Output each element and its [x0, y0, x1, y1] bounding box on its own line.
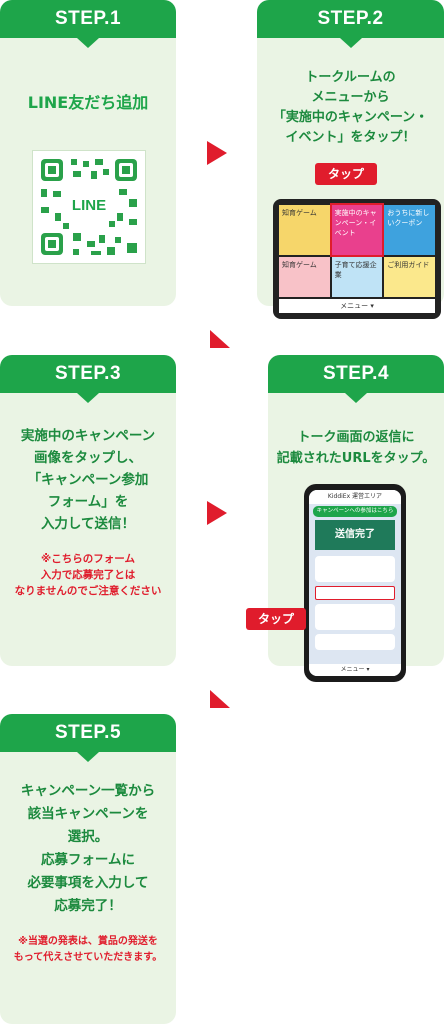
- phone-messages: [315, 556, 395, 656]
- menu-tile-campaign[interactable]: 実施中のキャンペーン・イベント: [329, 203, 385, 257]
- phone-bottom-bar[interactable]: メニュー ▾: [309, 664, 401, 676]
- step2-line: トークルームの: [305, 70, 396, 85]
- phone-banner[interactable]: キャンペーンへの参加はこちら: [313, 506, 397, 517]
- step5-line: 該当キャンペーンを: [27, 806, 149, 822]
- step3-instructions: 実施中のキャンペーン 画像をタップし、 「キャンペーン参加 フォーム」を 入力し…: [6, 425, 170, 535]
- step2-line: イベント」をタップ！: [285, 130, 416, 145]
- step2-card: STEP.2 トークルームの メニューから 「実施中のキャンペーン・ イベント」…: [257, 0, 444, 319]
- rich-menu-mockup: 知育ゲーム 実施中のキャンペーン・イベント おうちに新しいクーポン 知育ゲーム …: [273, 199, 441, 319]
- step4-line: トーク画面の返信に: [297, 430, 415, 445]
- menu-tile[interactable]: 知育ゲーム: [279, 205, 330, 255]
- arrow-right-2: [207, 501, 227, 525]
- step5-instructions: キャンペーン一覧から 該当キャンペーンを 選択。 応募フォームに 必要事項を入力…: [6, 780, 170, 918]
- step4-header: STEP.4: [268, 355, 444, 403]
- step2-header: STEP.2: [257, 0, 444, 48]
- phone-complete-text: 送信完了: [335, 529, 375, 540]
- message-url-link[interactable]: [315, 586, 395, 600]
- menu-tile[interactable]: おうちに新しいクーポン: [384, 205, 435, 255]
- step3-line: フォーム」を: [47, 494, 129, 510]
- menu-tile[interactable]: ご利用ガイド: [384, 257, 435, 297]
- qr-code[interactable]: LINE: [32, 150, 146, 264]
- step4-tap-label: タップ: [246, 608, 306, 630]
- step5-line: 必要事項を入力して: [27, 875, 149, 891]
- step5-line: キャンペーン一覧から: [20, 783, 156, 799]
- step3-card: STEP.3 実施中のキャンペーン 画像をタップし、 「キャンペーン参加 フォー…: [0, 355, 176, 666]
- menu-tile[interactable]: 知育ゲーム: [279, 257, 330, 297]
- step2-tap-label: タップ: [315, 163, 377, 185]
- step5-note-line: ※当選の発表は、賞品の発送を: [18, 936, 158, 947]
- step3-title: STEP.3: [54, 363, 122, 384]
- qr-line-label: LINE: [67, 195, 111, 217]
- step2-instructions: トークルームの メニューから 「実施中のキャンペーン・ イベント」をタップ！: [263, 68, 438, 148]
- step1-header: STEP.1: [0, 0, 176, 48]
- step4-line: 記載されたURLをタップ。: [276, 451, 436, 466]
- step4-instructions: トーク画面の返信に 記載されたURLをタップ。: [266, 427, 444, 469]
- step5-note: ※当選の発表は、賞品の発送を もって代えさせていただきます。: [4, 934, 172, 966]
- arrow-right-1: [207, 141, 227, 165]
- rich-menu-grid: 知育ゲーム 実施中のキャンペーン・イベント おうちに新しいクーポン 知育ゲーム …: [279, 203, 435, 297]
- step3-line: 「キャンペーン参加: [27, 472, 149, 488]
- message-bubble: [315, 604, 395, 630]
- step1-card: STEP.1 LINE友だち追加 LINE: [0, 0, 176, 306]
- arrow-down-1: [210, 330, 230, 348]
- step3-line: 実施中のキャンペーン: [20, 428, 156, 444]
- arrow-down-2: [210, 690, 230, 708]
- step3-line: 入力して送信！: [40, 516, 136, 532]
- step5-card: STEP.5 キャンペーン一覧から 該当キャンペーンを 選択。 応募フォームに …: [0, 714, 176, 1024]
- phone-screen: KiddiEx 運営エリア キャンペーンへの参加はこちら 送信完了 メニュー ▾: [309, 490, 401, 676]
- step5-line: 応募完了！: [54, 898, 122, 914]
- menu-tile[interactable]: 子育て応援企業: [331, 257, 383, 297]
- phone-header: KiddiEx 運営エリア: [309, 490, 401, 504]
- step2-title: STEP.2: [317, 8, 384, 29]
- step3-header: STEP.3: [0, 355, 176, 403]
- step2-line: 「実施中のキャンペーン・: [272, 110, 429, 125]
- step5-line: 選択。: [67, 829, 109, 845]
- message-bubble: [315, 556, 395, 582]
- message-bubble: [315, 634, 395, 650]
- step1-title: STEP.1: [54, 8, 122, 29]
- phone-complete-card: 送信完了: [315, 520, 395, 550]
- step5-title: STEP.5: [54, 722, 122, 743]
- step5-note-line: もって代えさせていただきます。: [13, 952, 163, 963]
- step3-note: ※こちらのフォーム 入力で応募完了とは なりませんのでご注意ください: [4, 551, 172, 599]
- phone-mockup: KiddiEx 運営エリア キャンペーンへの参加はこちら 送信完了 メニュー ▾: [304, 484, 406, 682]
- step4-title: STEP.4: [322, 363, 390, 384]
- step3-note-line: 入力で応募完了とは: [40, 569, 136, 581]
- step5-line: 応募フォームに: [40, 852, 136, 868]
- step1-headline: LINE友だち追加: [27, 93, 149, 112]
- step5-header: STEP.5: [0, 714, 176, 762]
- step3-line: 画像をタップし、: [34, 450, 142, 466]
- step3-note-line: ※こちらのフォーム: [41, 553, 135, 565]
- step2-line: メニューから: [311, 90, 390, 105]
- step3-note-line: なりませんのでご注意ください: [14, 585, 162, 597]
- rich-menu-bottom[interactable]: メニュー ▾: [279, 299, 435, 313]
